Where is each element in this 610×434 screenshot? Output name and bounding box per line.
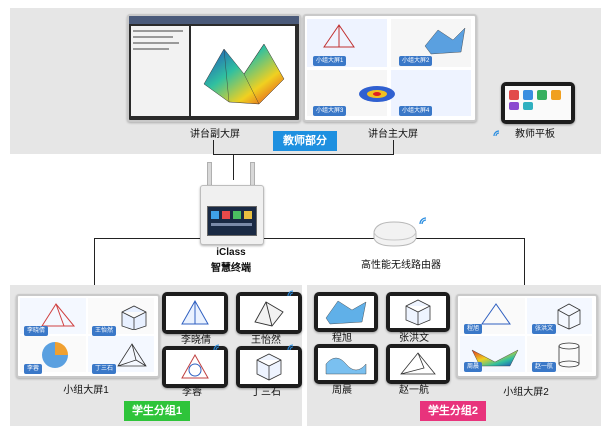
terminal-display [207, 206, 257, 236]
student-tablet [386, 344, 450, 384]
student-tablet [236, 292, 302, 334]
student-name: 李蓉 [182, 387, 202, 398]
student-name: 李晓倩 [181, 335, 211, 346]
group2-screen-tag-4: 赵一航 [532, 362, 557, 372]
student-tablet [314, 344, 378, 384]
podium-sub-screen-label: 讲台副大屏 [190, 129, 240, 140]
surface-plot-icon [325, 357, 367, 375]
group1-screen: 李晓倩 王怡然 李蓉 丁三石 [16, 294, 160, 378]
teacher-tablet-label: 教师平板 [515, 129, 555, 140]
geometry-figure-icon [41, 303, 76, 327]
teacher-tablet-wifi-icon [493, 130, 500, 137]
student-tablet [162, 346, 228, 388]
student-wifi-icon [287, 290, 294, 297]
geometry-figure-icon [254, 301, 284, 327]
student-name: 程旭 [332, 333, 352, 344]
surface-plot-icon [424, 27, 466, 55]
group2-screen: 程旭 张洪文 周晨 赵一航 [456, 294, 598, 378]
main-screen-tag-3: 小组大屏3 [313, 106, 347, 116]
main-screen-tag-2: 小组大屏2 [399, 56, 433, 66]
group1-screen-tag-3: 李蓉 [24, 364, 43, 374]
student-tablet [236, 346, 302, 388]
student-name: 张洪文 [399, 333, 429, 344]
terminal-name-en: iClass [216, 247, 246, 258]
router-wifi-icon [419, 217, 427, 225]
3d-surface-plot-icon [203, 43, 285, 105]
cube-figure-icon [405, 299, 431, 326]
connector [524, 238, 525, 294]
podium-main-screen-label: 讲台主大屏 [368, 129, 418, 140]
connector [94, 238, 202, 239]
connector [213, 154, 394, 155]
terminal-name-cn: 智慧终端 [211, 263, 251, 274]
pyramid-figure-icon [117, 343, 147, 367]
router-icon [373, 221, 417, 247]
router-label: 高性能无线路由器 [361, 260, 441, 271]
cube-figure-icon [557, 303, 581, 330]
iclass-terminal [200, 185, 264, 245]
group1-screen-tag-1: 李晓倩 [24, 326, 49, 336]
group1-screen-tag-4: 丁三石 [92, 364, 117, 374]
pie-shape-icon [42, 342, 68, 368]
geometry-figure-icon [256, 353, 282, 381]
student-name: 丁三石 [251, 387, 281, 398]
main-screen-tag-1: 小组大屏1 [313, 56, 347, 66]
group2-screen-tag-3: 周晨 [464, 362, 483, 372]
connector [393, 140, 394, 155]
cylinder-figure-icon [558, 342, 580, 368]
group1-screen-tag-2: 王怡然 [92, 326, 117, 336]
group2-badge: 学生分组2 [420, 401, 486, 421]
connector [233, 154, 234, 180]
heatmap-plot-icon [359, 86, 395, 102]
student-tablet [314, 292, 378, 332]
group2-screen-tag-1: 程旭 [464, 324, 483, 334]
connector [213, 140, 214, 155]
teacher-tablet [501, 82, 575, 124]
student-tablet [162, 292, 228, 334]
student-name: 周晨 [332, 385, 352, 396]
group2-screen-tag-2: 张洪文 [532, 324, 557, 334]
group1-badge: 学生分组1 [124, 401, 190, 421]
geometry-figure-icon [181, 299, 209, 325]
student-name: 王怡然 [251, 335, 281, 346]
surface-plot-icon [325, 300, 367, 325]
student-wifi-icon [287, 344, 294, 351]
podium-main-screen: 小组大屏1 小组大屏2 小组大屏3 小组大屏4 [303, 14, 477, 122]
group2-screen-label: 小组大屏2 [503, 387, 549, 398]
main-screen-tag-4: 小组大屏4 [399, 106, 433, 116]
geometry-figure-icon [481, 303, 511, 325]
cube-figure-icon [121, 305, 147, 330]
podium-sub-screen [127, 14, 301, 122]
student-name: 赵一航 [399, 385, 429, 396]
student-tablet [386, 292, 450, 332]
connector [94, 238, 95, 294]
student-wifi-icon [213, 344, 220, 351]
geometry-figure-icon [323, 24, 355, 48]
geometry-figure-icon [181, 353, 209, 379]
teacher-section-badge: 教师部分 [273, 131, 337, 151]
group1-screen-label: 小组大屏1 [63, 385, 109, 396]
geometry-figure-icon [400, 352, 436, 375]
